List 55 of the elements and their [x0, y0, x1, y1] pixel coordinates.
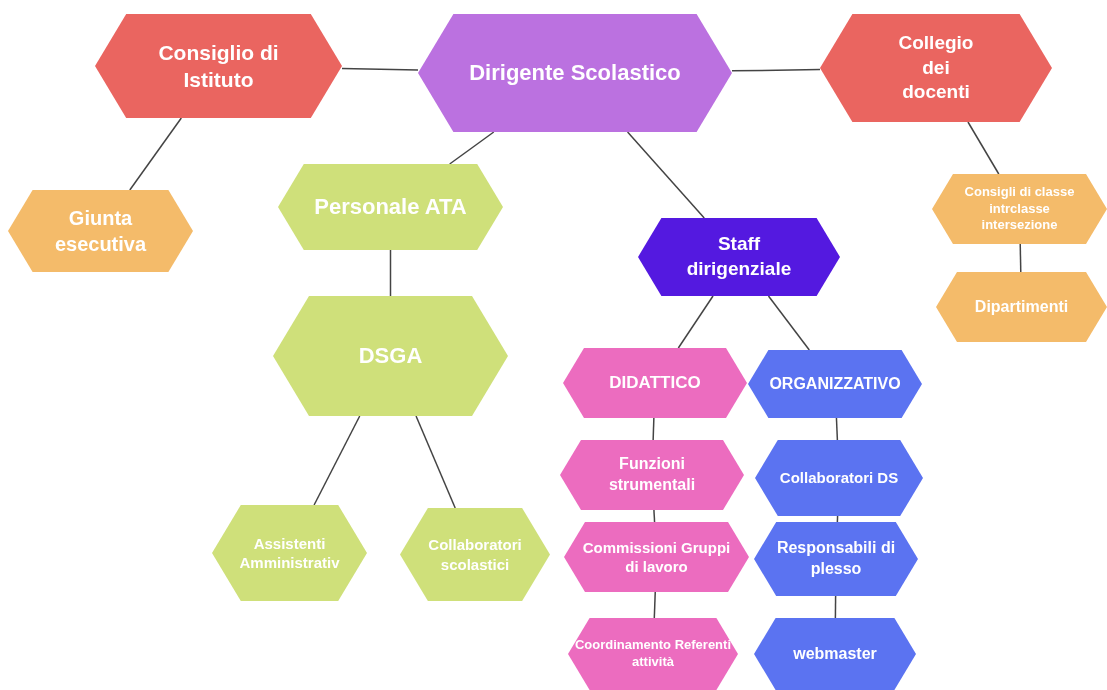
connector-line: [129, 117, 183, 191]
hexagon-node: [95, 14, 342, 118]
hexagon-node: [932, 174, 1107, 244]
hexagon-node: [755, 440, 923, 516]
node-label: DSGA: [357, 341, 424, 370]
connector-line: [834, 595, 837, 619]
connector-line: [448, 131, 495, 165]
hexagon-node: [564, 522, 749, 592]
hexagon-node: [936, 272, 1107, 342]
connector-line: [653, 509, 656, 523]
node-label: Funzioni strumentali: [607, 454, 697, 495]
hexagon-node: [418, 14, 732, 132]
hexagon-node: [8, 190, 193, 272]
connector-line: [653, 591, 656, 619]
node-label: Dirigente Scolastico: [468, 58, 682, 87]
connector-line: [767, 295, 811, 351]
hexagon-node: [212, 505, 367, 601]
node-label: Collaboratori scolastici: [427, 535, 523, 574]
node-label: ORGANIZZATIVO: [768, 373, 902, 394]
node-label: Consiglio di Istituto: [157, 39, 280, 93]
node-label: Consigli di classe intrclasse intersezione: [963, 183, 1076, 235]
hexagon-node: [563, 348, 747, 418]
node-label: Giunta esecutiva: [53, 206, 148, 257]
node-label: Personale ATA: [313, 192, 468, 221]
hexagon-node: [560, 440, 744, 510]
connector-line: [652, 417, 655, 441]
node-label: DIDATTICO: [608, 371, 702, 394]
node-label: Assistenti Amministrativ: [238, 533, 341, 573]
connector-line: [967, 121, 1000, 175]
hexagon-node: [754, 522, 918, 596]
node-label: Collaboratori DS: [778, 468, 900, 488]
connector-line: [415, 415, 456, 509]
hexagon-node: [568, 618, 738, 690]
connector-line: [389, 249, 392, 297]
node-label: Collegio dei docenti: [897, 30, 975, 105]
connector-line: [835, 417, 839, 441]
connector-line: [341, 67, 419, 71]
node-label: Coordinamento Referenti attività: [574, 637, 732, 671]
hexagon-node: [748, 350, 922, 418]
node-label: Staff dirigenziale: [685, 232, 793, 281]
hexagon-node: [278, 164, 503, 250]
hexagon-node: [820, 14, 1052, 122]
node-label: Responsabili di plesso: [776, 538, 896, 579]
connector-line: [313, 415, 361, 506]
connector-line: [677, 295, 714, 349]
connector-line: [1019, 243, 1022, 273]
connector-line: [626, 131, 705, 219]
node-label: Dipartimenti: [973, 296, 1070, 317]
hexagon-node: [638, 218, 840, 296]
node-label: webmaster: [792, 643, 878, 664]
hexagon-node: [754, 618, 916, 690]
connector-line: [731, 68, 821, 72]
node-label: Commissioni Gruppi di lavoro: [581, 537, 732, 577]
hexagon-node: [273, 296, 508, 416]
hexagon-node: [400, 508, 550, 601]
